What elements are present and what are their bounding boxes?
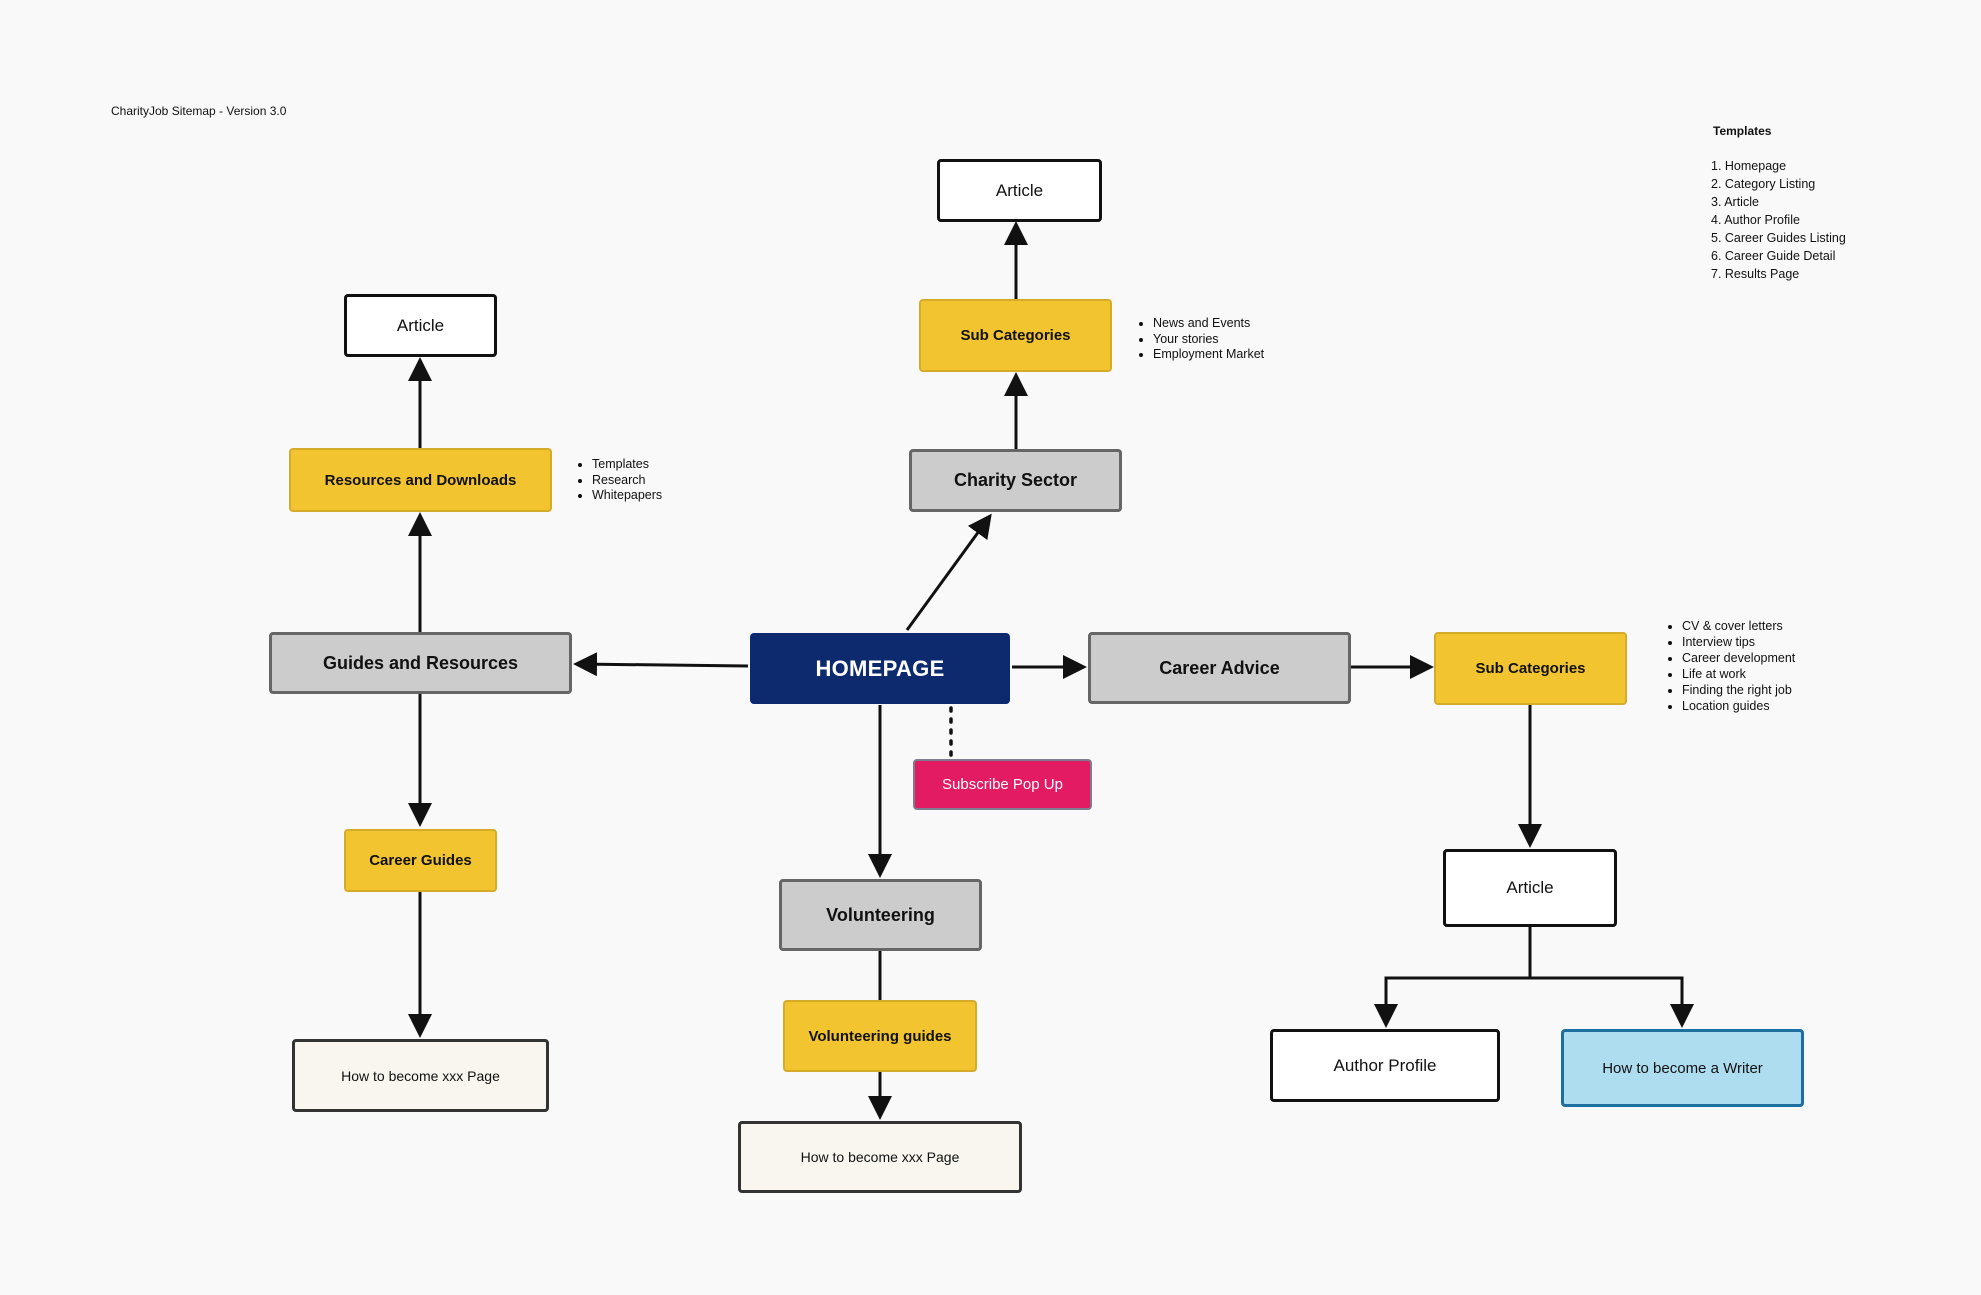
node-career-guides[interactable]: Career Guides: [344, 829, 497, 892]
node-advice-article[interactable]: Article: [1443, 849, 1617, 927]
legend-item: 3. Article: [1711, 195, 1759, 209]
legend-item: 6. Career Guide Detail: [1711, 249, 1836, 263]
note-item: News and Events: [1153, 316, 1264, 332]
note-item: Research: [592, 473, 662, 489]
node-volunteering-page[interactable]: How to become xxx Page: [738, 1121, 1022, 1193]
node-charity-sector[interactable]: Charity Sector: [909, 449, 1122, 512]
templates-legend: 1. Homepage 2. Category Listing 3. Artic…: [1711, 157, 1846, 283]
node-charity-sub-categories[interactable]: Sub Categories: [919, 299, 1112, 372]
node-volunteering-guides[interactable]: Volunteering guides: [783, 1000, 977, 1072]
advice-sub-categories-notes: CV & cover letters Interview tips Career…: [1664, 618, 1795, 714]
note-item: Life at work: [1682, 666, 1795, 682]
note-item: Employment Market: [1153, 347, 1264, 363]
legend-item: 1. Homepage: [1711, 159, 1787, 173]
note-item: Templates: [592, 457, 662, 473]
legend-item: 5. Career Guides Listing: [1711, 231, 1846, 245]
sitemap-title: CharityJob Sitemap - Version 3.0: [111, 104, 287, 118]
node-author-profile[interactable]: Author Profile: [1270, 1029, 1500, 1102]
note-item: Your stories: [1153, 332, 1264, 348]
note-item: Career development: [1682, 650, 1795, 666]
edge-article-become-writer: [1530, 976, 1694, 1028]
node-charity-article[interactable]: Article: [937, 159, 1102, 222]
note-item: CV & cover letters: [1682, 618, 1795, 634]
note-item: Location guides: [1682, 698, 1795, 714]
node-volunteering[interactable]: Volunteering: [779, 879, 982, 951]
note-item: Whitepapers: [592, 488, 662, 504]
node-resources-article[interactable]: Article: [344, 294, 497, 357]
node-guides-resources[interactable]: Guides and Resources: [269, 632, 572, 694]
templates-legend-heading: Templates: [1713, 124, 1772, 138]
legend-item: 7. Results Page: [1711, 267, 1800, 281]
note-item: Interview tips: [1682, 634, 1795, 650]
legend-item: 4. Author Profile: [1711, 213, 1800, 227]
node-career-advice[interactable]: Career Advice: [1088, 632, 1351, 704]
node-subscribe-popup[interactable]: Subscribe Pop Up: [913, 759, 1092, 810]
node-homepage[interactable]: HOMEPAGE: [750, 633, 1010, 704]
edge-article-author-profile: [1374, 926, 1532, 1028]
resources-downloads-notes: Templates Research Whitepapers: [574, 457, 662, 504]
charity-sub-categories-notes: News and Events Your stories Employment …: [1135, 316, 1264, 363]
legend-item: 2. Category Listing: [1711, 177, 1816, 191]
node-become-writer[interactable]: How to become a Writer: [1561, 1029, 1804, 1107]
node-career-guides-page[interactable]: How to become xxx Page: [292, 1039, 549, 1112]
note-item: Finding the right job: [1682, 682, 1795, 698]
node-advice-sub-categories[interactable]: Sub Categories: [1434, 632, 1627, 705]
node-resources-downloads[interactable]: Resources and Downloads: [289, 448, 552, 512]
edge-homepage-guides-resources: [573, 652, 749, 677]
edge-homepage-charity-sector: [905, 513, 992, 631]
